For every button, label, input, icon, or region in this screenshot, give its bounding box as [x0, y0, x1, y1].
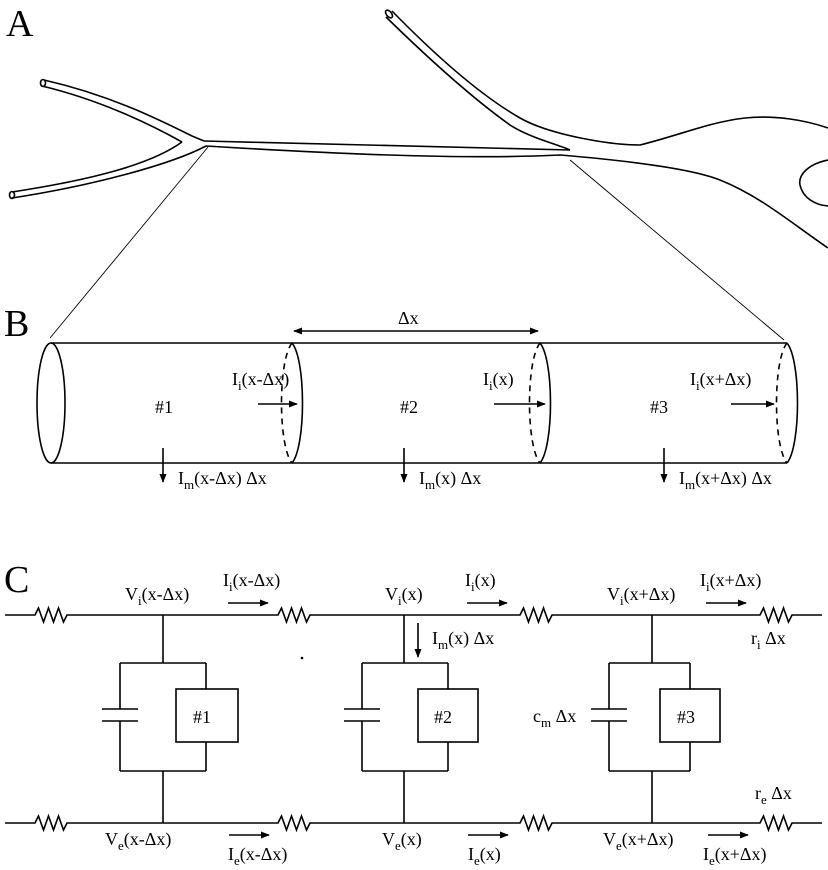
- membrane-current-label: Im(x) Δx: [419, 468, 481, 492]
- cable-cylinder: [36, 342, 799, 464]
- extracellular-current-label: Ie(x+Δx): [703, 844, 767, 868]
- extracellular-resistance-label: re Δx: [755, 783, 792, 807]
- membrane-current-label: Im(x-Δx) Δx: [178, 468, 267, 492]
- intracellular-current-label: Ii(x-Δx): [223, 570, 280, 594]
- extracellular-voltage-label: Ve(x-Δx): [105, 829, 171, 853]
- membrane-unit: [344, 615, 479, 823]
- intracellular-current-label: Ii(x): [465, 570, 496, 594]
- membrane-unit: [102, 615, 239, 823]
- intracellular-voltage-label: Vi(x-Δx): [125, 584, 189, 608]
- intracellular-rail: [5, 605, 822, 625]
- delta-x-label: Δx: [398, 308, 419, 328]
- intracellular-resistance-label: ri Δx: [751, 628, 786, 652]
- intracellular-current-label: Ii(x+Δx): [700, 570, 761, 594]
- neuron-dendrite-drawing: [8, 9, 828, 341]
- axial-current-label: Ii(x-Δx): [232, 369, 289, 393]
- extracellular-current-label: Ie(x-Δx): [228, 844, 287, 868]
- extracellular-voltage-label: Ve(x): [382, 829, 422, 853]
- panel-label-b: B: [4, 303, 29, 345]
- membrane-capacitance-label: cm Δx: [533, 706, 576, 730]
- stray-dot: [300, 656, 304, 660]
- membrane-unit: [591, 615, 721, 823]
- intracellular-voltage-label: Vi(x+Δx): [607, 584, 675, 608]
- axial-current-label: Ii(x+Δx): [690, 369, 751, 393]
- extracellular-voltage-label: Ve(x+Δx): [603, 829, 674, 853]
- extracellular-rail: [5, 813, 822, 833]
- membrane-current-label: Im(x+Δx) Δx: [679, 468, 772, 492]
- extracellular-current-label: Ie(x): [468, 844, 501, 868]
- membrane-box-number: #1: [193, 707, 211, 727]
- delta-x-span: Δx: [293, 308, 539, 335]
- segment-number: #2: [400, 397, 418, 417]
- panel-label-c: C: [4, 559, 29, 601]
- panel-label-a: A: [6, 3, 34, 45]
- membrane-box-number: #2: [434, 707, 452, 727]
- segment-number: #3: [650, 397, 668, 417]
- circuit-membrane-current-label: Im(x) Δx: [432, 628, 494, 652]
- axial-current-label: Ii(x): [483, 369, 514, 393]
- membrane-box-number: #3: [677, 707, 695, 727]
- intracellular-voltage-label: Vi(x): [385, 584, 423, 608]
- segment-number: #1: [155, 397, 173, 417]
